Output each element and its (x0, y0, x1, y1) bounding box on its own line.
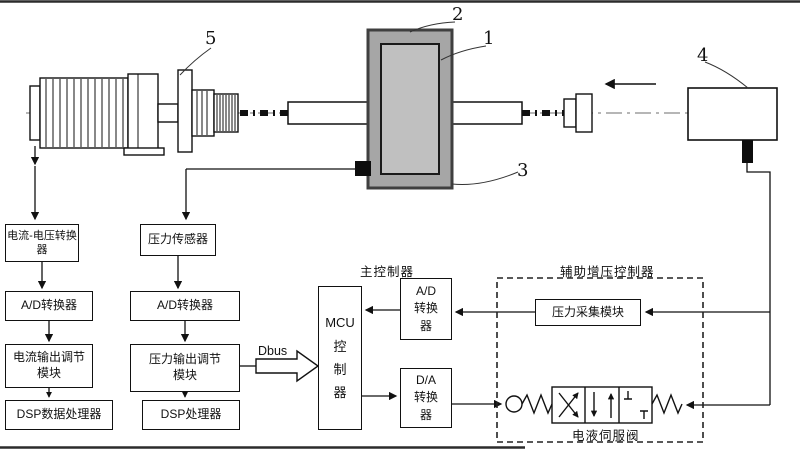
valve-closed-ports (624, 391, 648, 419)
part-label-2: 2 (452, 4, 464, 25)
block-pressure-acquisition-module: 压力采集模块 (535, 299, 641, 326)
block-mcu-controller: MCU 控 制 器 (318, 286, 362, 430)
block-dsp-processor: DSP处理器 (142, 400, 240, 430)
block-label: 电流输出调节 模块 (12, 350, 85, 380)
housing-assembly (355, 28, 454, 190)
block-ad-converter-aux: A/D 转换 器 (400, 278, 452, 340)
block-label: 电流-电压转换 器 (7, 229, 77, 256)
block-label: DSP处理器 (160, 407, 222, 422)
servo-valve-label: 电液伺服阀 (572, 429, 640, 443)
block-current-output-module: 电流输出调节 模块 (5, 344, 93, 388)
leader-1 (440, 45, 487, 61)
right-feedback-line (746, 163, 771, 405)
part-label-1: 1 (483, 28, 495, 49)
block-label: 压力输出调节 模块 (148, 352, 221, 382)
load-unit-box (687, 87, 778, 141)
valve-body (551, 386, 653, 424)
block-label: MCU 控 制 器 (325, 315, 355, 401)
coupling-hub (191, 89, 215, 137)
block-label: A/D 转换 器 (413, 283, 438, 333)
motor-drawing (29, 69, 239, 156)
dbus-block-arrow (255, 349, 320, 383)
block-dsp-data-processor: DSP数据处理器 (5, 400, 113, 430)
servo-valve-symbol (505, 386, 683, 424)
block-current-voltage-converter: 电流-电压转换 器 (5, 224, 79, 262)
valve-spring-right (651, 393, 683, 415)
motor-flange (127, 73, 159, 151)
motor-fins (45, 79, 124, 147)
part-label-3: 3 (517, 160, 529, 181)
block-label: D/A 转换 器 (413, 372, 438, 422)
right-coupling-a (563, 98, 577, 128)
leader-4 (704, 61, 749, 89)
block-label: DSP数据处理器 (16, 407, 102, 422)
main-controller-label: 主控制器 (360, 265, 415, 279)
block-ad-converter-pressure: A/D转换器 (130, 291, 240, 321)
valve-spring-left (521, 393, 553, 415)
block-label: 压力传感器 (147, 232, 208, 247)
brake-disc (177, 69, 193, 153)
hub-lines (196, 91, 208, 135)
signal-lines (30, 146, 771, 410)
part-label-4: 4 (697, 45, 709, 66)
leader-lines (179, 21, 749, 185)
load-sensor-tab (742, 140, 753, 163)
housing-sensor-tab (355, 161, 371, 176)
right-coupling-b (575, 93, 593, 133)
housing-inner (380, 43, 440, 175)
block-pressure-sensor: 压力传感器 (140, 224, 216, 256)
block-pressure-output-module: 压力输出调节 模块 (130, 344, 240, 392)
leader-5 (179, 47, 212, 76)
leader-2 (409, 21, 456, 33)
motor-foot (123, 147, 165, 156)
pressure-signal-line (186, 168, 358, 219)
motor-shaft-stub (157, 103, 179, 123)
part-label-5: 5 (205, 28, 217, 49)
block-label: A/D转换器 (156, 298, 213, 313)
coupling-teeth (216, 95, 236, 131)
valve-cross-arrow-2 (558, 392, 579, 418)
aux-controller-dashed-box (496, 277, 704, 443)
block-da-converter: D/A 转换 器 (400, 368, 452, 428)
block-label: 压力采集模块 (551, 304, 624, 319)
block-label: A/D转换器 (20, 298, 77, 313)
dbus-label: Dbus (258, 344, 288, 358)
right-coupling (563, 93, 593, 133)
valve-cell-dividers (584, 387, 620, 423)
block-ad-converter-current: A/D转换器 (5, 291, 93, 321)
aux-pressure-controller-label: 辅助增压控制器 (560, 265, 655, 279)
motor-end-cap (29, 85, 41, 141)
torque-motor-circle (505, 395, 523, 413)
motor-body (39, 77, 129, 149)
leader-3 (451, 171, 519, 185)
